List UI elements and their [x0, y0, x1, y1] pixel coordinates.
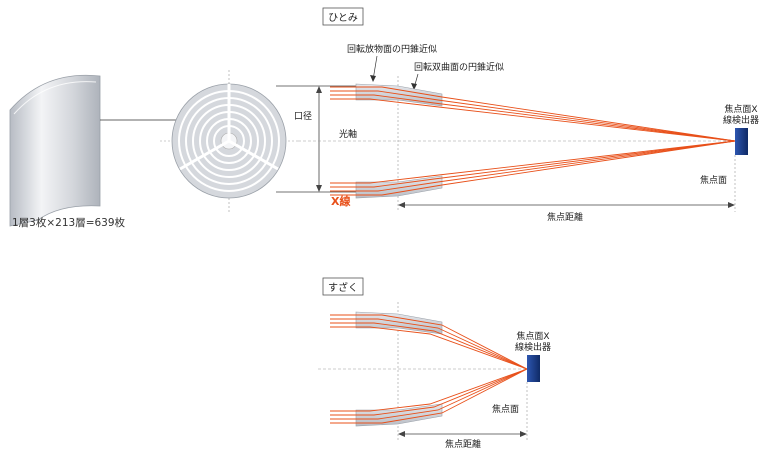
hitomi-detector [735, 128, 748, 155]
upper-mirror-stack [355, 83, 443, 107]
suzaku-detector-label-2: 線検出器 [515, 341, 551, 353]
hitomi-title-box: ひとみ [322, 7, 364, 26]
xray-rays-lower [330, 140, 736, 196]
suzaku-lower-mirror [355, 403, 443, 427]
mirror-shell-segment [9, 74, 181, 227]
suzaku-rays-upper [330, 314, 528, 370]
mirror-count-label: 1層3枚×213層=639枚 [12, 216, 126, 229]
aperture-label: 口径 [294, 110, 312, 122]
hitomi-focal-length-label: 焦点距離 [547, 211, 583, 223]
suzaku-focal-length-label: 焦点距離 [445, 438, 481, 450]
suzaku-section: すざく 焦点面X 線検出器 焦点面 [318, 277, 551, 450]
hitomi-detector-label-2: 線検出器 [723, 114, 759, 126]
xray-rays-upper [330, 86, 736, 142]
suzaku-title: すざく [328, 281, 358, 294]
hyperbolic-mirror-label: 回転双曲面の円錐近似 [414, 61, 504, 73]
mirror-front-view [160, 70, 298, 212]
lower-mirror-stack [355, 175, 443, 199]
suzaku-focal-length-dimension [398, 431, 527, 437]
optical-axis-label: 光軸 [339, 128, 357, 140]
aperture-dimension [276, 85, 356, 193]
suzaku-rays-lower [330, 368, 528, 424]
hitomi-detector-label-1: 焦点面X [724, 103, 757, 115]
hitomi-focal-plane-label: 焦点面 [700, 174, 727, 186]
hitomi-title: ひとみ [328, 12, 358, 24]
xray-label: X線 [331, 194, 350, 208]
suzaku-detector [527, 355, 540, 382]
parabolic-mirror-label: 回転放物面の円錐近似 [347, 43, 437, 55]
hitomi-section: ひとみ 1層3枚×213層=639枚 [9, 7, 759, 229]
hitomi-focal-length-dimension [398, 202, 735, 208]
suzaku-detector-label-1: 焦点面X [516, 330, 549, 342]
suzaku-title-box: すざく [322, 277, 364, 296]
suzaku-focal-plane-label: 焦点面 [492, 403, 519, 415]
